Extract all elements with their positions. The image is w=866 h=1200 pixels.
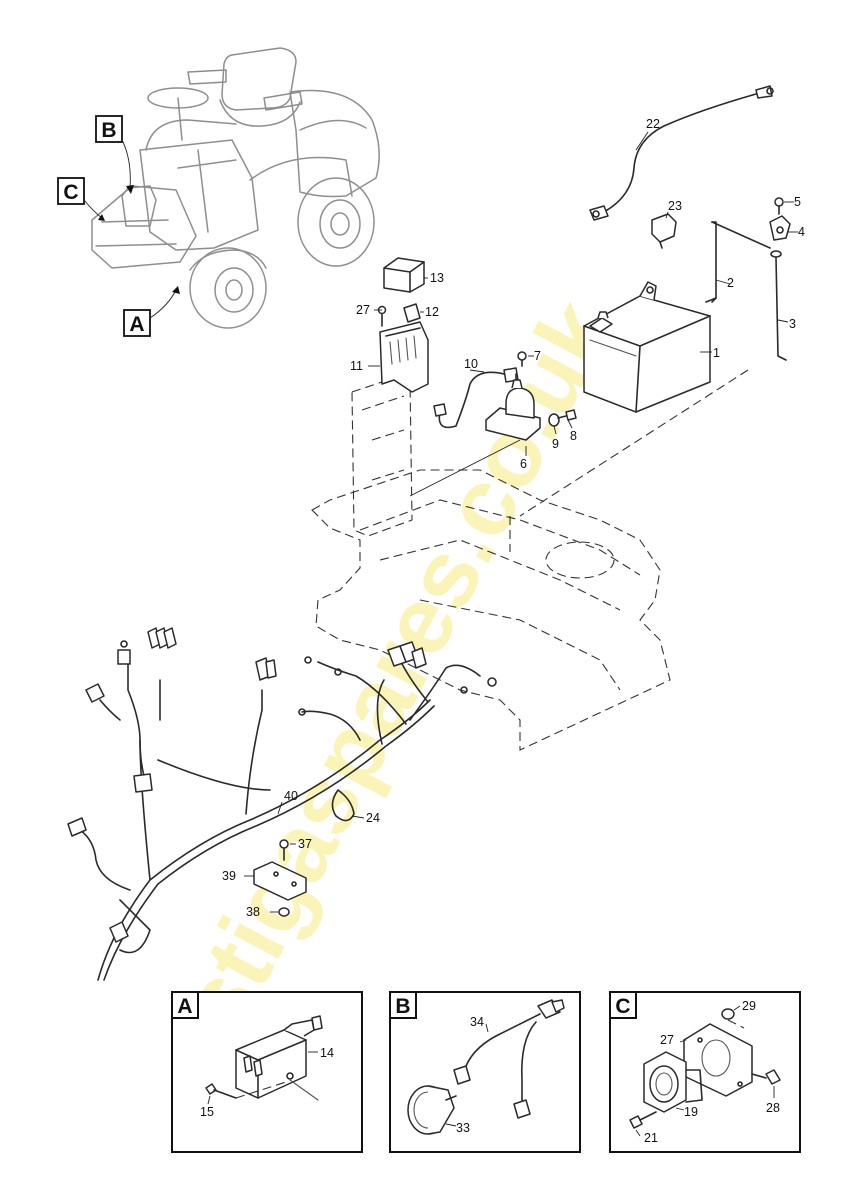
part-plug-23[interactable] xyxy=(651,213,677,249)
callout-27: 27 xyxy=(356,303,370,317)
part-hold-down-rod[interactable] xyxy=(705,221,771,303)
detail-b-letter: B xyxy=(395,995,410,1018)
svg-text:C: C xyxy=(63,181,78,204)
callout-23: 23 xyxy=(668,199,682,213)
callout-39: 39 xyxy=(222,869,236,883)
callout-37: 37 xyxy=(298,837,312,851)
part-solenoid[interactable] xyxy=(485,373,541,441)
detail-c-callout-28: 28 xyxy=(766,1101,780,1115)
part-fuse-holder[interactable] xyxy=(379,321,429,393)
part-nut-7[interactable] xyxy=(517,351,527,367)
detail-b-callout-33: 33 xyxy=(456,1121,470,1135)
leader-lines xyxy=(244,131,798,913)
callout-labels: 1 2 3 4 5 6 7 8 9 10 11 12 13 22 23 24 2… xyxy=(222,117,805,919)
detail-c-callout-27: 27 xyxy=(660,1033,674,1047)
part-bolt-5[interactable] xyxy=(774,197,784,215)
part-washer-9[interactable] xyxy=(548,413,560,427)
solenoid-connection-line xyxy=(409,439,521,497)
detail-box-c[interactable]: C 29 27 28 19 21 xyxy=(609,991,801,1153)
detail-b-callout-34: 34 xyxy=(470,1015,484,1029)
callout-13: 13 xyxy=(430,271,444,285)
part-fuse-cover[interactable] xyxy=(383,257,425,293)
detail-c-callout-21: 21 xyxy=(644,1131,658,1145)
detail-a-callout-14: 14 xyxy=(320,1046,334,1060)
callout-9: 9 xyxy=(552,437,559,451)
part-battery[interactable] xyxy=(583,281,711,413)
callout-11: 11 xyxy=(350,359,363,373)
detail-box-b[interactable]: B 34 33 xyxy=(389,991,581,1153)
svg-text:B: B xyxy=(101,119,116,142)
detail-a-callout-15: 15 xyxy=(200,1105,214,1119)
callout-24: 24 xyxy=(366,811,380,825)
part-bracket-39[interactable] xyxy=(253,861,307,901)
callout-40: 40 xyxy=(284,789,298,803)
part-cable-tie[interactable] xyxy=(331,789,355,822)
callout-1: 1 xyxy=(713,346,720,360)
detail-c-letter: C xyxy=(615,995,630,1018)
detail-a-letter: A xyxy=(177,995,192,1018)
vehicle-marker-a[interactable]: A xyxy=(123,286,180,337)
part-nut-38[interactable] xyxy=(278,907,290,917)
callout-12: 12 xyxy=(425,305,439,319)
part-screw-27[interactable] xyxy=(377,305,387,327)
callout-7: 7 xyxy=(534,349,541,363)
svg-text:A: A xyxy=(129,313,144,336)
vehicle-marker-c[interactable]: C xyxy=(57,177,105,221)
callout-5: 5 xyxy=(794,195,801,209)
part-fuse-12[interactable] xyxy=(403,303,421,323)
part-battery-cable[interactable] xyxy=(589,85,774,221)
detail-c-callout-29: 29 xyxy=(742,999,756,1013)
callout-3: 3 xyxy=(789,317,796,331)
callout-22: 22 xyxy=(646,117,660,131)
callout-38: 38 xyxy=(246,905,260,919)
callout-8: 8 xyxy=(570,429,577,443)
mower-illustration xyxy=(91,47,380,329)
detail-c-callout-19: 19 xyxy=(684,1105,698,1119)
part-bracket-nut[interactable] xyxy=(769,215,791,241)
detail-box-a[interactable]: A 14 15 xyxy=(171,991,363,1153)
callout-2: 2 xyxy=(727,276,734,290)
callout-6: 6 xyxy=(520,457,527,471)
callout-10: 10 xyxy=(464,357,478,371)
callout-4: 4 xyxy=(798,225,805,239)
part-bolt-8[interactable] xyxy=(557,409,577,421)
part-rod[interactable] xyxy=(770,250,787,361)
part-wiring-harness[interactable] xyxy=(67,627,497,981)
vehicle-marker-b[interactable]: B xyxy=(95,115,134,194)
part-screw-37[interactable] xyxy=(279,839,289,861)
